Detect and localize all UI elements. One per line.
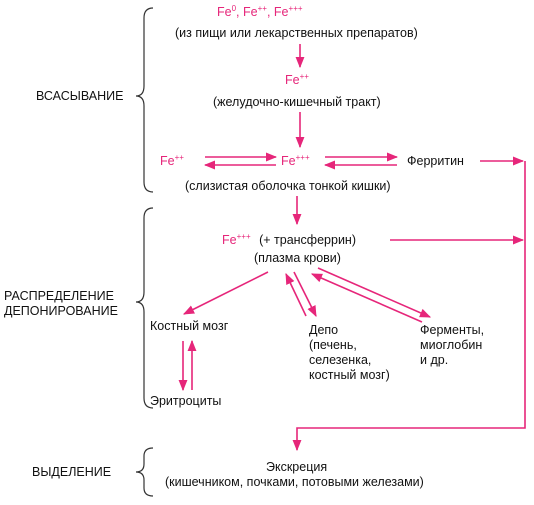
bone-marrow-label: Костный мозг: [150, 319, 229, 333]
arrow-depot-to-plasma: [285, 272, 307, 317]
arrow-plasma-to-bone-marrow: [182, 271, 269, 315]
section-distribution-line1: РАСПРЕДЕЛЕНИЕ: [4, 289, 114, 303]
enzymes-line2: миоглобин: [420, 338, 483, 352]
gi-iron-form: Fe++: [285, 72, 309, 88]
section-distribution-line2: ДЕПОНИРОВАНИЕ: [4, 304, 118, 318]
excretion-pathway-line: [292, 161, 526, 452]
plasma-label: (плазма крови): [254, 251, 341, 265]
excretion-title: Экскреция: [266, 460, 328, 474]
distribution-bracket: [135, 207, 154, 409]
depot-line3: селезенка,: [309, 353, 372, 367]
section-absorption: ВСАСЫВАНИЕ: [36, 89, 124, 103]
top-iron-forms: Fe0, Fe++, Fe+++: [217, 4, 303, 20]
gi-tract-label: (желудочно-кишечный тракт): [213, 95, 381, 109]
plasma-iron-form: Fe+++ (+ трансферрин): [222, 232, 356, 248]
depot-line2: (печень,: [309, 338, 357, 352]
enzymes-line3: и др.: [420, 353, 449, 367]
depot-line4: костный мозг): [309, 368, 390, 382]
arrow-plasma-to-enzymes: [317, 267, 432, 318]
mucosa-label: (слизистая оболочка тонкой кишки): [185, 179, 391, 193]
erythrocytes-label: Эритроциты: [150, 394, 222, 408]
food-source-label: (из пищи или лекарственных препаратов): [175, 26, 418, 40]
depot-line1: Депо: [309, 323, 339, 337]
arrow-plasma-to-depot: [293, 271, 317, 318]
mucosa-fe2: Fe++: [160, 153, 184, 169]
excretion-routes: (кишечником, почками, потовыми железами): [165, 475, 424, 489]
mucosa-fe3: Fe+++: [281, 153, 310, 169]
arrow-enzymes-to-plasma: [310, 273, 423, 323]
ferritin-label: Ферритин: [407, 154, 464, 168]
excretion-bracket: [135, 447, 154, 497]
enzymes-line1: Ферменты,: [420, 323, 485, 337]
section-excretion: ВЫДЕЛЕНИЕ: [32, 465, 112, 479]
absorption-bracket: [135, 7, 154, 193]
